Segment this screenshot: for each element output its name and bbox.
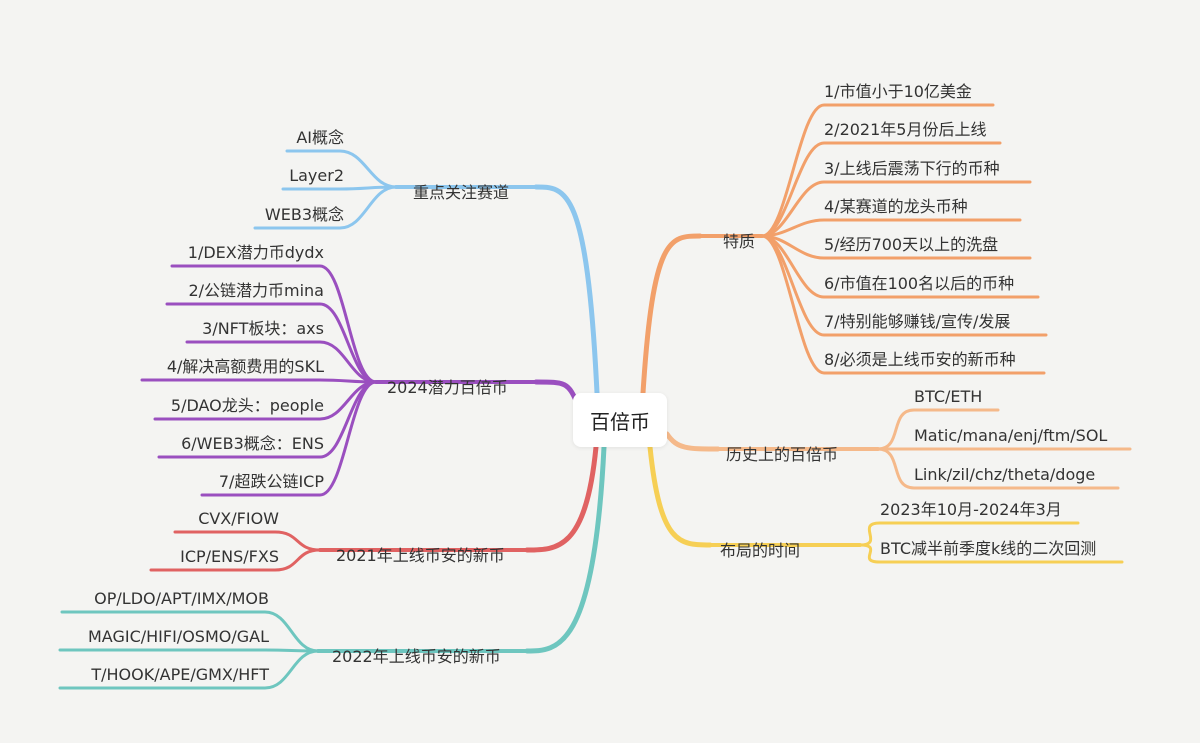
leaf-label-2-1[interactable]: ICP/ENS/FXS (180, 547, 279, 566)
branch-trunk-5 (664, 431, 721, 452)
leaf-label-4-4[interactable]: 5/经历700天以上的洗盘 (824, 235, 999, 254)
leaf-label-1-5[interactable]: 6/WEB3概念：ENS (181, 434, 324, 453)
leaf-line-0-0 (285, 149, 398, 189)
leaf-label-4-5[interactable]: 6/市值在100名以后的币种 (824, 274, 1015, 293)
leaf-label-4-0[interactable]: 1/市值小于10亿美金 (824, 82, 972, 101)
leaf-label-1-0[interactable]: 1/DEX潜力币dydx (187, 243, 324, 262)
leaf-label-1-4[interactable]: 5/DAO龙头：people (170, 396, 324, 415)
leaf-line-3-2 (58, 649, 320, 690)
leaf-line-4-2 (760, 180, 1032, 238)
branch-trunk-1 (533, 379, 581, 408)
leaf-line-5-0 (876, 408, 1000, 451)
central-topic[interactable]: 百倍币 (573, 393, 667, 447)
leaf-label-1-6[interactable]: 7/超跌公链ICP (218, 472, 324, 491)
leaf-label-4-7[interactable]: 8/必须是上线币安的新币种 (824, 350, 1016, 369)
leaf-line-1-1 (165, 302, 378, 384)
branch-trunk-0 (533, 184, 600, 396)
branch-trunk-6 (647, 444, 713, 548)
branch-trunk-3 (524, 444, 607, 654)
leaf-line-0-1 (281, 185, 398, 191)
leaf-label-5-1[interactable]: Matic/mana/enj/ftm/SOL (914, 426, 1108, 445)
leaf-label-0-0[interactable]: AI概念 (296, 128, 344, 147)
leaf-line-1-6 (200, 380, 378, 497)
branch-label-4[interactable]: 特质 (723, 232, 756, 251)
leaf-label-5-2[interactable]: Link/zil/chz/theta/doge (914, 465, 1096, 484)
branch-label-6[interactable]: 布局的时间 (720, 541, 801, 560)
branch-trunk-4 (640, 233, 703, 396)
branch-label-1[interactable]: 2024潜力百倍币 (387, 378, 508, 397)
leaf-label-1-3[interactable]: 4/解决高额费用的SKL (166, 357, 324, 376)
branch-label-5[interactable]: 历史上的百倍币 (726, 445, 839, 464)
leaf-line-1-2 (185, 340, 378, 384)
leaf-line-1-0 (170, 264, 378, 384)
leaf-label-3-0[interactable]: OP/LDO/APT/IMX/MOB (94, 589, 269, 608)
leaf-label-4-3[interactable]: 4/某赛道的龙头币种 (824, 197, 968, 216)
branch-label-3[interactable]: 2022年上线币安的新币 (332, 647, 501, 666)
leaf-line-4-1 (760, 141, 1002, 238)
leaf-line-4-7 (760, 234, 1046, 375)
leaf-label-0-2[interactable]: WEB3概念 (264, 205, 344, 224)
leaf-label-4-6[interactable]: 7/特别能够赚钱/宣传/发展 (824, 312, 1011, 331)
leaf-label-6-1[interactable]: BTC减半前季度k线的二次回测 (880, 539, 1097, 558)
leaf-line-3-0 (60, 610, 320, 653)
leaf-label-6-0[interactable]: 2023年10月-2024年3月 (880, 500, 1062, 519)
leaf-line-1-3 (140, 378, 378, 384)
leaf-label-1-1[interactable]: 2/公链潜力币mina (188, 281, 324, 300)
leaf-line-6-1 (858, 543, 1124, 564)
branch-label-2[interactable]: 2021年上线币安的新币 (336, 546, 505, 565)
leaf-label-0-1[interactable]: Layer2 (289, 166, 344, 185)
leaf-label-5-0[interactable]: BTC/ETH (914, 387, 983, 406)
leaf-line-2-1 (149, 548, 322, 572)
leaf-line-3-1 (58, 648, 320, 653)
leaf-label-1-2[interactable]: 3/NFT板块：axs (202, 319, 324, 338)
leaf-label-3-1[interactable]: MAGIC/HIFI/OSMO/GAL (87, 627, 269, 646)
branch-trunk-2 (524, 444, 599, 553)
leaf-line-5-2 (876, 447, 1120, 490)
leaf-label-2-0[interactable]: CVX/FIOW (198, 509, 279, 528)
branch-label-0[interactable]: 重点关注赛道 (413, 183, 510, 202)
leaf-label-3-2[interactable]: T/HOOK/APE/GMX/HFT (91, 665, 269, 684)
leaf-line-0-2 (253, 185, 398, 230)
leaf-label-4-1[interactable]: 2/2021年5月份后上线 (824, 120, 987, 139)
leaf-label-4-2[interactable]: 3/上线后震荡下行的币种 (824, 159, 1000, 178)
